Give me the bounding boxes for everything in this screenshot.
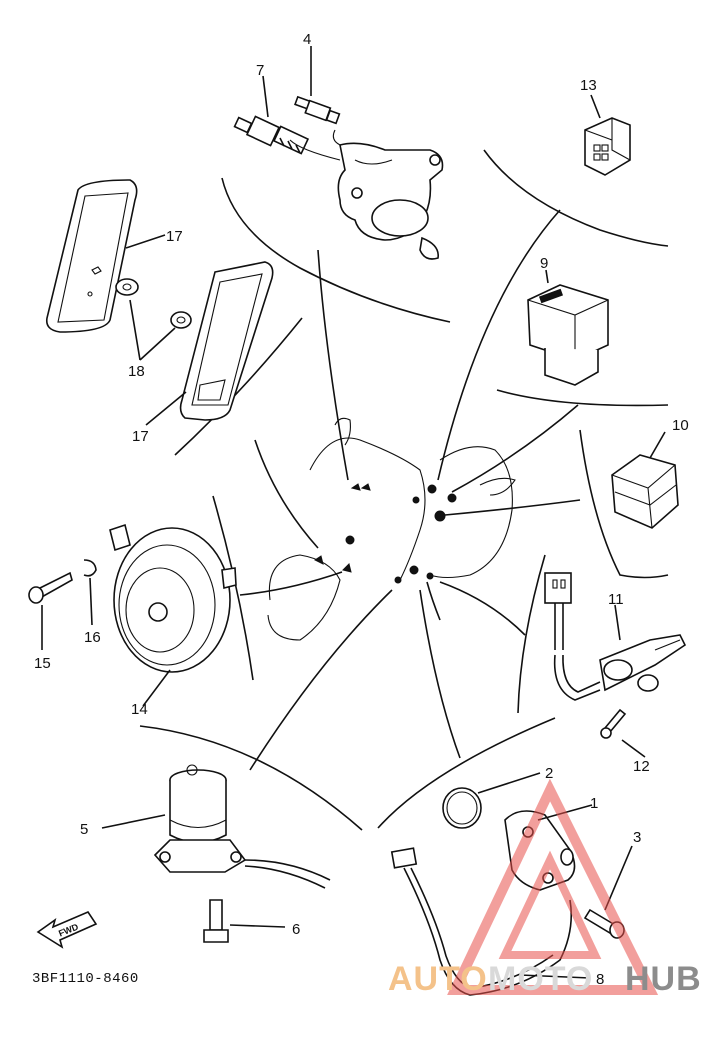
callout-6: 6 [292,921,300,938]
callout-13: 13 [580,77,597,94]
callout-10: 10 [672,417,689,434]
watermark-logo: AUTO MOTO HUB [388,778,702,998]
part-14-horn [109,523,237,707]
callout-7: 7 [256,62,264,79]
part-2-oring [442,772,541,829]
part-12-screw [600,708,646,758]
watermark-auto: AUTO [388,960,488,998]
part-6-bolt [203,899,286,943]
part-16-washer [83,559,97,626]
callout-5: 5 [80,821,88,838]
watermark-moto: MOTO [488,960,593,998]
part-11-switch [544,572,687,701]
callout-1: 1 [590,795,598,812]
part-4-sensor [294,46,341,125]
part-17-reflector-front [45,179,166,333]
callout-4: 4 [303,31,311,48]
watermark-hub: HUB [625,960,702,998]
part-17-reflector-rear [145,261,274,426]
callout-14: 14 [131,701,148,718]
section-brackets [139,149,669,831]
part-7-sender [233,75,310,155]
part-5-motor [101,764,331,889]
diagram-part-code: 3BF1110-8460 [32,971,139,987]
callout-3: 3 [633,829,641,846]
callout-18: 18 [128,363,145,380]
callout-17b: 17 [132,428,149,445]
callout-2: 2 [545,765,553,782]
callout-17a: 17 [166,228,183,245]
callout-8: 8 [596,971,604,988]
part-3-screw [583,845,633,939]
callout-labels: 4 7 13 17 9 18 17 10 11 16 15 14 12 2 1 … [34,31,689,988]
callout-12: 12 [633,758,650,775]
callout-11: 11 [608,591,624,608]
part-10-regulator [611,431,679,529]
callout-16: 16 [84,629,101,646]
forward-arrow: FWD [36,911,98,949]
leader-lines [239,209,581,771]
callout-15: 15 [34,655,51,672]
part-18-nut [115,278,192,361]
part-13-connector [584,94,631,176]
part-15-bolt [28,571,73,650]
part-9-relay [527,269,609,386]
frame-outline [267,417,516,641]
thermostat-housing [289,129,444,260]
callout-9: 9 [540,255,548,272]
